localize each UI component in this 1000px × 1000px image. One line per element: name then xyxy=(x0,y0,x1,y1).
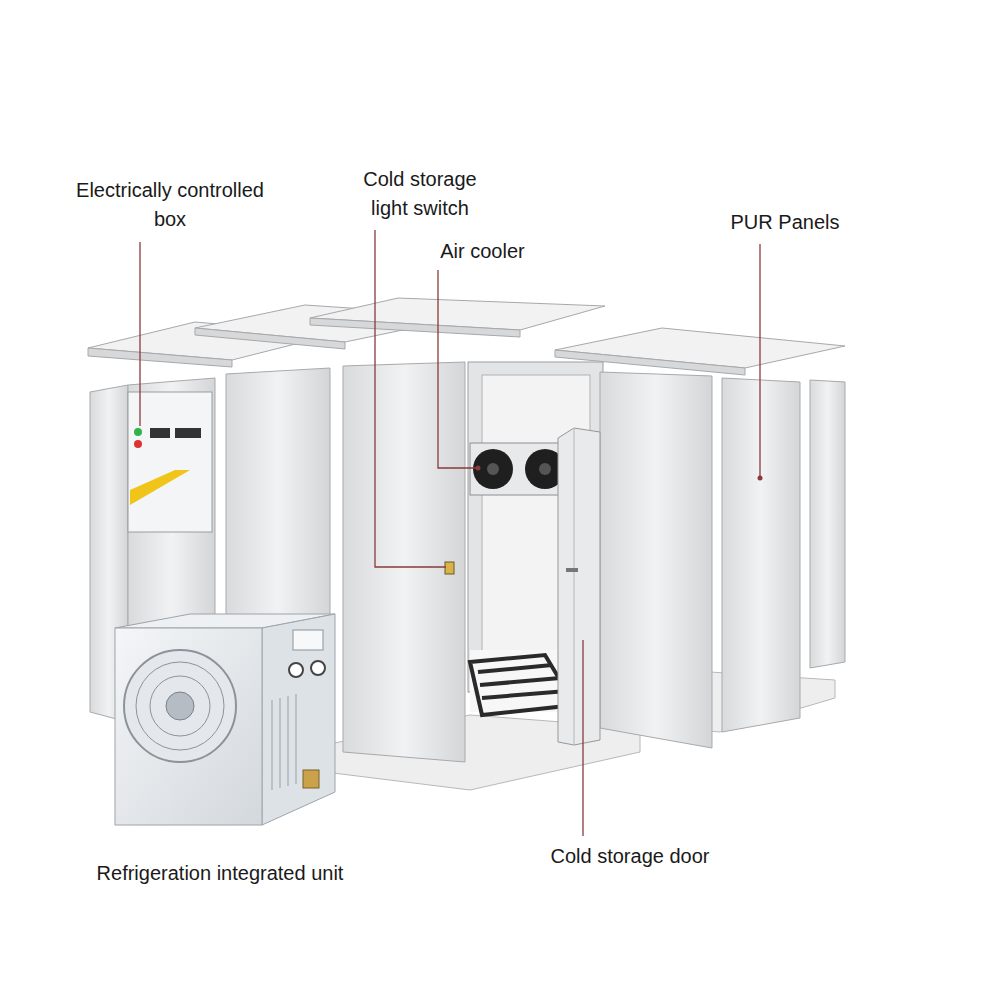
light-switch xyxy=(445,562,454,574)
fan-hub xyxy=(166,692,194,720)
indicator-lamp xyxy=(134,440,142,448)
door-handle xyxy=(566,568,578,572)
leader-line xyxy=(375,230,446,567)
display xyxy=(150,428,170,438)
fan-guard-ring xyxy=(150,676,210,736)
door-leaf xyxy=(558,428,600,745)
pallet-slat xyxy=(482,691,567,698)
leader-line xyxy=(139,242,140,426)
ceiling-edge xyxy=(88,348,232,367)
ceiling-edge xyxy=(310,318,520,337)
wall-panel xyxy=(810,380,845,668)
part-label: Cold storage light switch xyxy=(345,165,495,223)
pressure-gauge xyxy=(311,661,325,675)
ceiling-panels xyxy=(88,298,845,375)
fan-guard-ring xyxy=(136,662,224,750)
leader-line xyxy=(582,640,583,836)
part-label: Cold storage door xyxy=(510,842,750,871)
leader-dot xyxy=(758,476,763,481)
condensing-unit xyxy=(115,614,335,825)
vent-slot xyxy=(296,694,297,784)
door-edge xyxy=(574,428,575,745)
leader-dot xyxy=(476,466,481,471)
display xyxy=(175,428,201,438)
wall-panel xyxy=(600,372,712,748)
indicator-lamp xyxy=(134,428,142,436)
ceiling-edge xyxy=(555,350,745,375)
vent-slot xyxy=(288,696,289,786)
wall-panel xyxy=(722,378,800,732)
part-label: Refrigeration integrated unit xyxy=(55,859,385,888)
wall-panel xyxy=(343,362,465,762)
air-cooler-unit xyxy=(470,443,566,495)
pallet-slat xyxy=(478,665,552,672)
unit-front xyxy=(115,628,262,825)
door-panel xyxy=(558,428,600,745)
part-label: PUR Panels xyxy=(710,208,860,237)
fan-hub xyxy=(539,463,551,475)
leader-line xyxy=(759,244,760,478)
leader-lines xyxy=(140,230,760,836)
wall-panels xyxy=(90,362,845,765)
pallet-slat xyxy=(480,678,560,685)
fan-guard xyxy=(124,650,236,762)
fan xyxy=(473,449,513,489)
leader-line xyxy=(438,270,478,468)
unit-plate xyxy=(293,630,323,650)
ceiling-edge xyxy=(195,328,345,349)
service-valves xyxy=(303,770,319,788)
vent-grille xyxy=(272,694,296,790)
unit-side xyxy=(262,614,335,825)
fan-hub xyxy=(487,463,499,475)
vent-slot xyxy=(280,698,281,788)
pressure-gauge xyxy=(289,663,303,677)
part-label: Electrically controlled box xyxy=(75,176,265,234)
part-label: Air cooler xyxy=(415,237,550,266)
warning-stripe xyxy=(130,470,190,505)
air-cooler-body xyxy=(470,443,566,495)
vent-slot xyxy=(272,700,273,790)
ceiling-panel xyxy=(555,328,845,368)
